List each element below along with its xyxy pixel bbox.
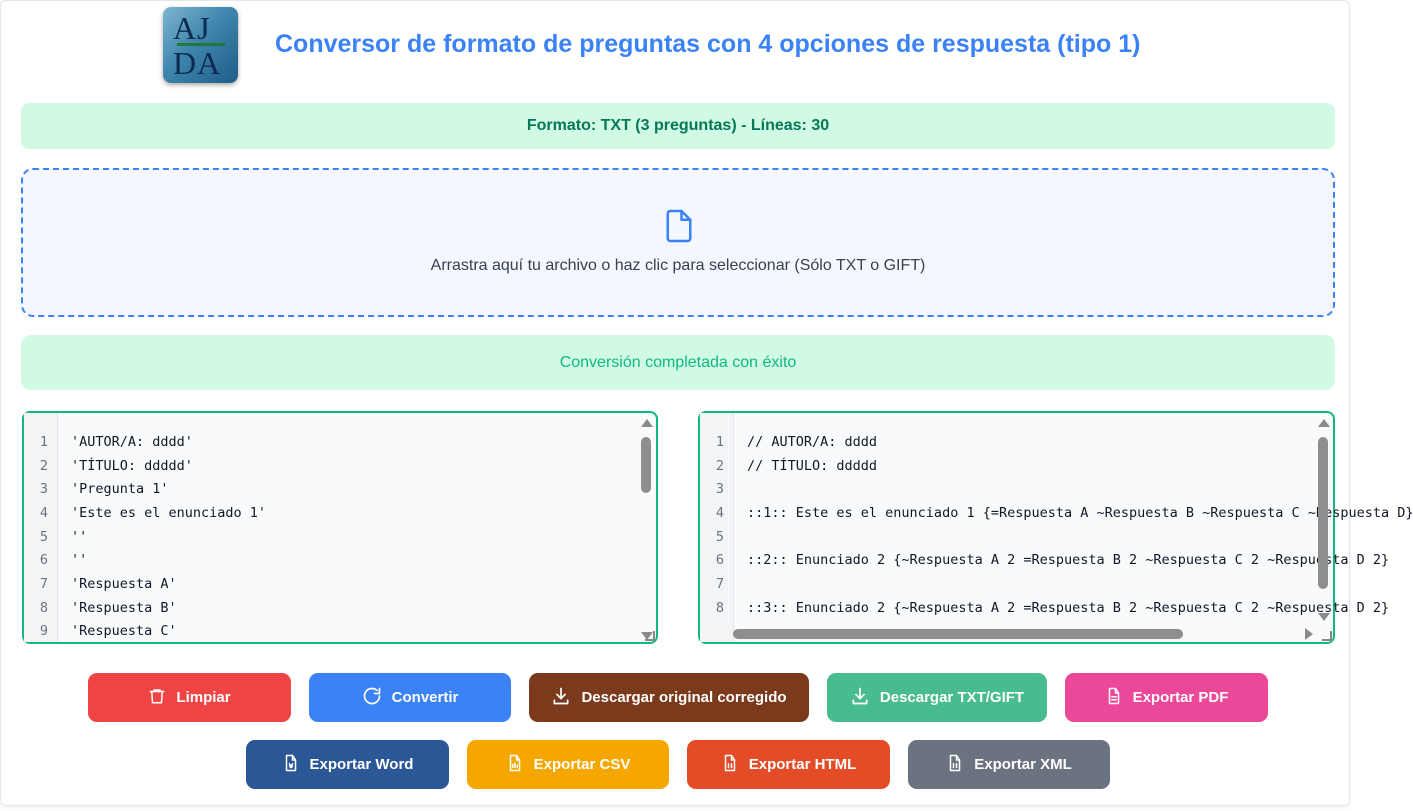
line-number: 3 — [715, 481, 724, 497]
code-line: 'TÍTULO: ddddd' — [71, 458, 193, 474]
xml-file-icon — [946, 753, 964, 777]
output-line-gutter: 1 2 3 4 5 6 7 8 — [700, 413, 734, 642]
export-html-label: Exportar HTML — [748, 756, 857, 773]
code-line: ::1:: Este es el enunciado 1 {=Respuesta… — [747, 505, 1413, 521]
input-editor[interactable]: 1 2 3 4 5 6 7 8 9 'AUTOR/A: dddd' 'TÍTUL… — [22, 411, 658, 644]
line-number: 3 — [39, 481, 48, 497]
line-number: 6 — [715, 552, 724, 568]
resize-handle-icon[interactable] — [645, 631, 655, 641]
export-html-button[interactable]: Exportar HTML — [687, 740, 890, 789]
clear-button[interactable]: Limpiar — [88, 673, 291, 722]
line-number: 6 — [39, 552, 48, 568]
scroll-down-icon[interactable] — [1318, 613, 1330, 621]
output-editor[interactable]: 1 2 3 4 5 6 7 8 // AUTOR/A: dddd // TÍTU… — [698, 411, 1413, 644]
logo-text-top: AJ — [173, 10, 211, 46]
code-line: 'Respuesta B' — [71, 600, 177, 616]
line-number: 2 — [715, 458, 724, 474]
dropzone-text: Arrastra aquí tu archivo o haz clic para… — [430, 257, 926, 274]
code-line: ::2:: Enunciado 2 {~Respuesta A 2 =Respu… — [747, 552, 1390, 568]
export-pdf-button[interactable]: Exportar PDF — [1065, 673, 1268, 722]
line-number: 4 — [715, 505, 724, 521]
csv-file-icon — [506, 753, 524, 777]
word-file-icon — [282, 753, 300, 777]
html-file-icon — [721, 753, 739, 777]
export-word-button[interactable]: Exportar Word — [246, 740, 449, 789]
download-txt-label: Descargar TXT/GIFT — [879, 689, 1025, 706]
export-csv-label: Exportar CSV — [533, 756, 631, 773]
input-vertical-scrollbar[interactable] — [638, 413, 654, 642]
output-code: // AUTOR/A: dddd // TÍTULO: ddddd ::1:: … — [747, 413, 1413, 623]
resize-handle-icon[interactable] — [1322, 631, 1332, 641]
code-line: '' — [71, 529, 88, 545]
file-dropzone[interactable]: Arrastra aquí tu archivo o haz clic para… — [21, 168, 1335, 317]
trash-icon — [148, 686, 166, 710]
export-pdf-label: Exportar PDF — [1132, 689, 1229, 706]
export-csv-button[interactable]: Exportar CSV — [467, 740, 669, 789]
format-status-bar: Formato: TXT (3 preguntas) - Líneas: 30 — [21, 103, 1335, 149]
code-line: ::3:: Enunciado 2 {~Respuesta A 2 =Respu… — [747, 600, 1390, 616]
output-vertical-scrollbar[interactable] — [1315, 413, 1331, 623]
line-number: 7 — [39, 576, 48, 592]
download-corrected-button[interactable]: Descargar original corregido — [529, 673, 809, 722]
line-number: 4 — [39, 505, 48, 521]
scroll-thumb[interactable] — [641, 437, 651, 493]
code-line: // TÍTULO: ddddd — [747, 458, 878, 474]
scroll-up-icon[interactable] — [641, 419, 653, 427]
export-word-label: Exportar Word — [309, 756, 414, 773]
code-line: // AUTOR/A: dddd — [747, 434, 878, 450]
file-icon — [664, 208, 694, 249]
scroll-up-icon[interactable] — [1318, 419, 1330, 427]
page-title: Conversor de formato de preguntas con 4 … — [275, 30, 1141, 58]
format-status-text: Formato: TXT (3 preguntas) - Líneas: 30 — [526, 117, 830, 134]
scroll-down-icon[interactable] — [641, 632, 653, 640]
input-line-gutter: 1 2 3 4 5 6 7 8 9 — [24, 413, 58, 642]
line-number: 5 — [715, 529, 724, 545]
line-number: 1 — [715, 434, 724, 450]
logo-bar — [177, 43, 225, 46]
pdf-file-icon — [1105, 686, 1123, 710]
clear-button-label: Limpiar — [176, 689, 231, 706]
code-line: 'AUTOR/A: dddd' — [71, 434, 193, 450]
download-icon — [850, 686, 870, 710]
line-number: 7 — [715, 576, 724, 592]
code-line: 'Este es el enunciado 1' — [71, 505, 267, 521]
line-number: 1 — [39, 434, 48, 450]
line-number: 2 — [39, 458, 48, 474]
conversion-status-text: Conversión completada con éxito — [559, 353, 797, 371]
download-icon — [551, 686, 571, 710]
convert-button-label: Convertir — [391, 689, 459, 706]
code-line: 'Respuesta A' — [71, 576, 177, 592]
scroll-thumb[interactable] — [733, 629, 1183, 639]
export-xml-label: Exportar XML — [974, 756, 1072, 773]
scroll-right-icon[interactable] — [1305, 628, 1313, 640]
line-number: 9 — [39, 623, 48, 639]
download-txt-button[interactable]: Descargar TXT/GIFT — [827, 673, 1047, 722]
download-corrected-label: Descargar original corregido — [581, 689, 787, 706]
scroll-thumb[interactable] — [1318, 437, 1328, 589]
output-horizontal-scrollbar[interactable] — [733, 626, 1313, 640]
ajda-logo: AJ DA — [163, 7, 238, 83]
code-line: 'Respuesta C' — [71, 623, 177, 639]
line-number: 5 — [39, 529, 48, 545]
code-line: '' — [71, 552, 88, 568]
convert-button[interactable]: Convertir — [309, 673, 511, 722]
input-code: 'AUTOR/A: dddd' 'TÍTULO: ddddd' 'Pregunt… — [71, 413, 266, 639]
conversion-status-bar: Conversión completada con éxito — [21, 335, 1335, 390]
refresh-icon — [362, 686, 382, 710]
line-number: 8 — [715, 600, 724, 616]
code-line: 'Pregunta 1' — [71, 481, 169, 497]
export-xml-button[interactable]: Exportar XML — [908, 740, 1110, 789]
logo-text-bottom: DA — [173, 45, 222, 81]
line-number: 8 — [39, 600, 48, 616]
